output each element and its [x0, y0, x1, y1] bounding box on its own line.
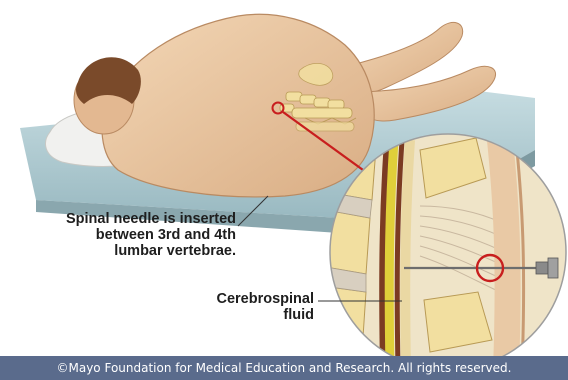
- csf-label-line-2: fluid: [217, 307, 315, 323]
- csf-label-line-1: Cerebrospinal: [217, 291, 315, 307]
- copyright-bar: ©Mayo Foundation for Medical Education a…: [0, 356, 568, 380]
- needle-insertion-label: Spinal needle is inserted between 3rd an…: [66, 211, 236, 259]
- needle-label-line-1: Spinal needle is inserted: [66, 211, 236, 227]
- needle-label-line-3: lumbar vertebrae.: [66, 243, 236, 259]
- csf-label: Cerebrospinal fluid: [217, 291, 315, 323]
- needle-label-line-2: between 3rd and 4th: [66, 227, 236, 243]
